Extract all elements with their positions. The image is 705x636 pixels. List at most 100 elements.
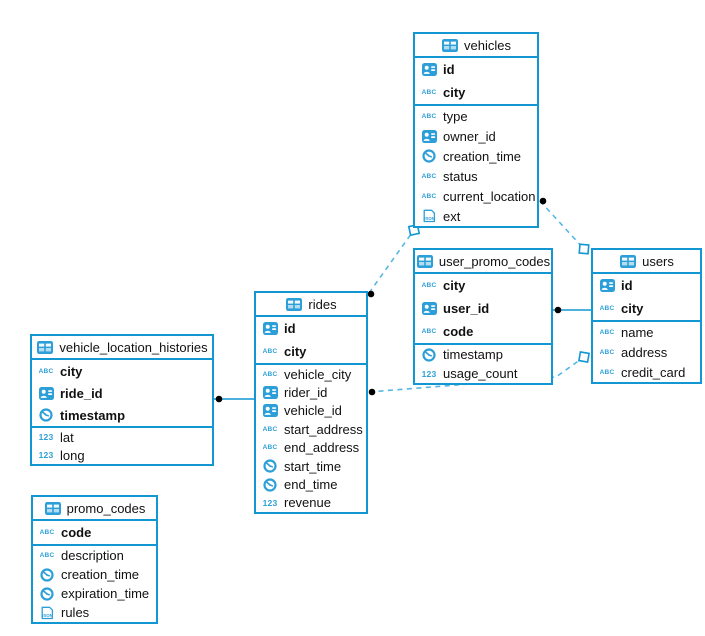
svg-text:JSON: JSON — [423, 216, 434, 221]
table-icon — [619, 254, 637, 268]
id-badge-type-icon — [420, 63, 438, 76]
table-header-rides[interactable]: rides — [256, 293, 366, 317]
column-user_id[interactable]: user_id — [415, 297, 551, 320]
column-id[interactable]: id — [415, 58, 537, 81]
id-badge-type-icon — [261, 404, 279, 418]
id-badge-type-icon — [420, 129, 438, 143]
column-name: vehicle_id — [284, 403, 342, 419]
column-start_time[interactable]: start_time — [256, 457, 366, 475]
column-ext[interactable]: JSON ext — [415, 206, 537, 226]
text-type-icon: ABC — [38, 367, 54, 375]
column-name: city — [284, 344, 307, 359]
relationship-vehicles-to-users[interactable] — [539, 197, 590, 255]
time-type-icon — [38, 567, 56, 582]
column-creation_time[interactable]: creation_time — [415, 146, 537, 166]
text-type-icon: ABC — [262, 348, 278, 355]
column-owner_id[interactable]: owner_id — [415, 126, 537, 146]
table-title: users — [642, 253, 674, 269]
table-header-users[interactable]: users — [593, 250, 700, 274]
column-name: rider_id — [284, 385, 328, 401]
column-city[interactable]: ABC city — [256, 340, 366, 363]
table-header-user_promo_codes[interactable]: user_promo_codes — [415, 250, 551, 274]
reference-square-marker — [578, 243, 590, 255]
column-name[interactable]: ABC name — [593, 322, 700, 342]
relationship-vehicle_location_histories-to-rides[interactable] — [214, 395, 254, 403]
column-name: ext — [443, 208, 461, 224]
column-end_time[interactable]: end_time — [256, 475, 366, 493]
column-id[interactable]: id — [256, 317, 366, 340]
column-rider_id[interactable]: rider_id — [256, 383, 366, 401]
column-id[interactable]: id — [593, 274, 700, 297]
table-header-vehicle_location_histories[interactable]: vehicle_location_histories — [32, 336, 212, 360]
table-icon — [44, 501, 62, 515]
time-type-icon — [420, 149, 438, 163]
time-type-icon — [261, 477, 279, 492]
column-name: rules — [61, 605, 90, 620]
column-name: timestamp — [443, 347, 503, 362]
column-name: id — [443, 62, 455, 77]
column-timestamp[interactable]: timestamp — [32, 404, 212, 426]
id-badge-type-icon — [598, 279, 616, 292]
relationship-rides-to-vehicles[interactable] — [367, 223, 421, 298]
relationship-user_promo_codes-to-users[interactable] — [553, 306, 591, 314]
text-type-icon: ABC — [599, 368, 615, 376]
column-ride_id[interactable]: ride_id — [32, 382, 212, 404]
column-name: end_address — [284, 440, 360, 456]
fk-dot-marker — [539, 197, 547, 205]
text-type-icon: ABC — [421, 112, 437, 120]
svg-text:JSON: JSON — [41, 613, 52, 618]
column-name: city — [443, 278, 466, 293]
table-icon — [36, 340, 54, 354]
fk-dot-marker — [367, 290, 375, 298]
fk-dot-marker — [554, 306, 562, 314]
text-type-icon: ABC — [599, 328, 615, 336]
column-creation_time[interactable]: creation_time — [33, 565, 156, 584]
time-type-icon — [261, 459, 279, 473]
column-timestamp[interactable]: timestamp — [415, 345, 551, 364]
column-name: creation_time — [443, 148, 522, 164]
table-header-vehicles[interactable]: vehicles — [415, 34, 537, 58]
column-name: creation_time — [61, 567, 140, 582]
table-title: rides — [308, 296, 337, 312]
column-name: address — [621, 344, 668, 360]
column-name: user_id — [443, 301, 490, 316]
column-vehicle_id[interactable]: vehicle_id — [256, 402, 366, 420]
table-header-promo_codes[interactable]: promo_codes — [33, 497, 156, 521]
column-name: name — [621, 324, 654, 340]
column-expiration_time[interactable]: expiration_time — [33, 584, 156, 603]
column-rules[interactable]: JSON rules — [33, 603, 156, 622]
number-type-icon: 123 — [421, 368, 437, 379]
column-name: ride_id — [60, 385, 103, 401]
